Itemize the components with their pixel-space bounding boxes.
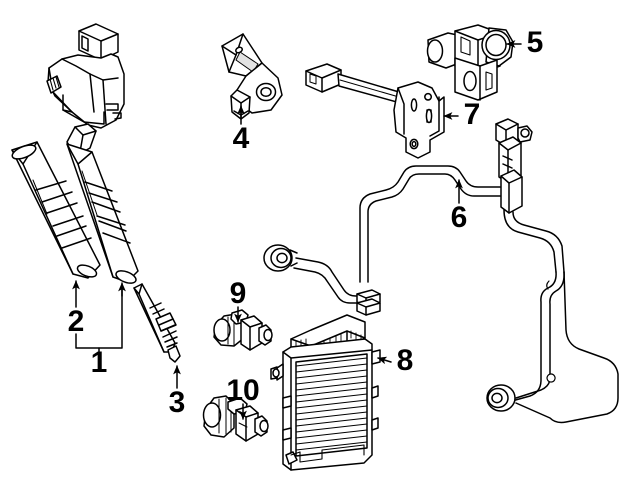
callout-label-7: 7: [464, 98, 481, 131]
harness-inline-connector: [495, 118, 565, 273]
callout-label-4: 4: [233, 122, 250, 155]
callout-label-2: 2: [68, 305, 85, 338]
callout-1-leader: [75, 282, 126, 353]
spark-plug-boot-left: [11, 141, 101, 279]
part-glow-plug: [133, 283, 181, 363]
callout-label-8: 8: [397, 344, 414, 377]
part-pressure-sensor-lower: [202, 395, 269, 442]
part-engine-wiring-harness: [263, 118, 619, 424]
callout-label-6: 6: [451, 201, 468, 234]
part-pressure-sensor-upper: [213, 309, 273, 351]
harness-connector-block: [356, 289, 381, 316]
part-engine-control-module: [270, 314, 381, 471]
part-camshaft-position-sensor: [426, 24, 514, 101]
spark-plug-boot-right: [66, 143, 139, 284]
part-ignition-coil-assembly: [11, 23, 139, 284]
callout-label-5: 5: [527, 26, 544, 59]
part-crankshaft-position-sensor: [221, 33, 283, 120]
callout-label-1: 1: [91, 346, 108, 379]
part-sensor-mounting-bracket: [305, 63, 445, 159]
callout-label-9: 9: [230, 277, 247, 310]
ground-eyelet-right: [486, 384, 516, 412]
callout-8-leader: [377, 356, 392, 365]
callout-label-10: 10: [226, 374, 259, 407]
ground-eyelet-left: [263, 244, 298, 272]
callout-label-3: 3: [169, 386, 186, 419]
coil-connector-cap: [78, 23, 119, 61]
coil-body: [46, 53, 125, 129]
